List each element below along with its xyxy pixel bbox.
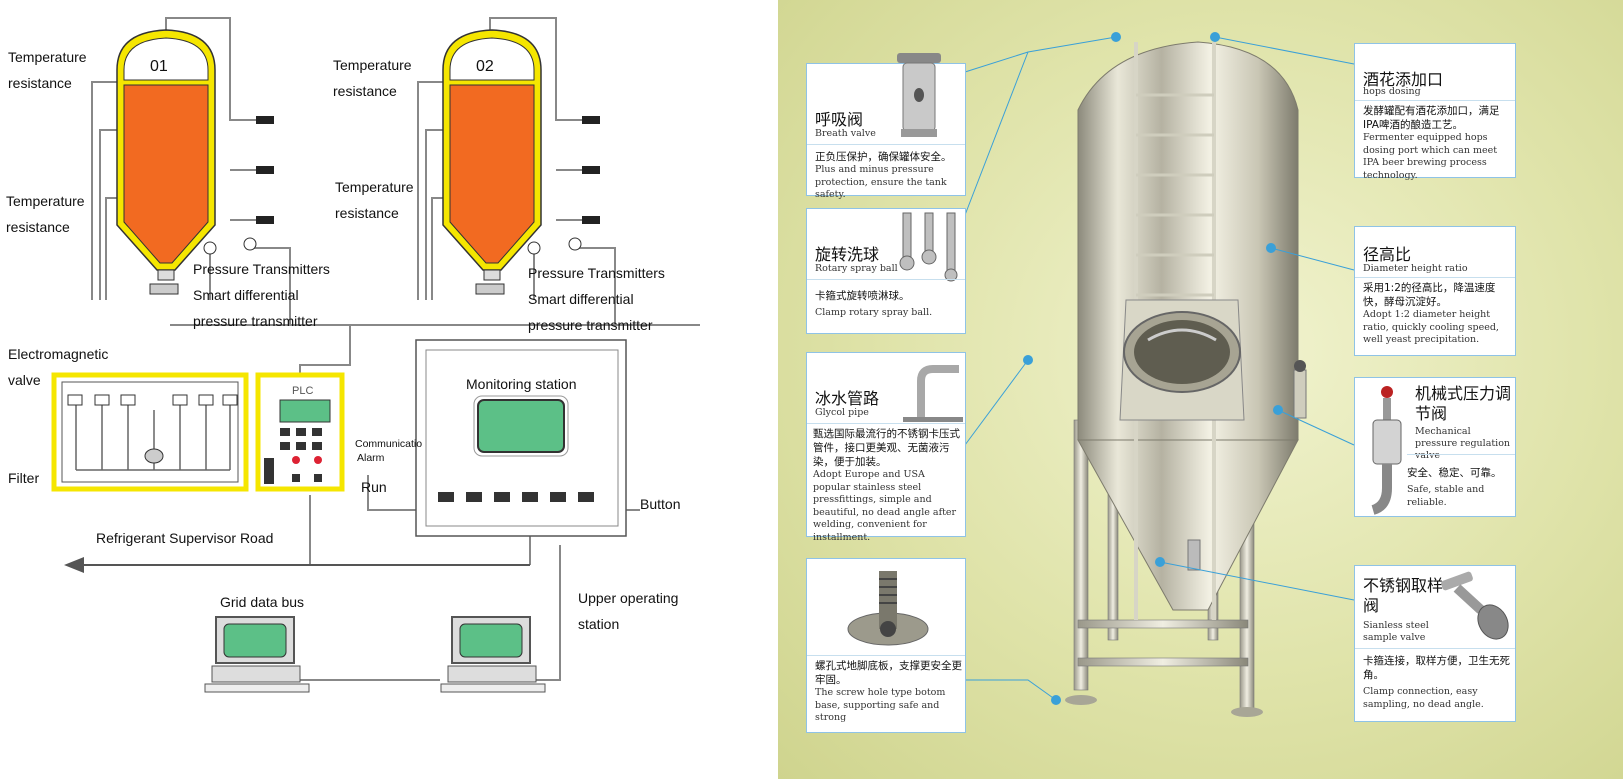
pressure-valve-en-title: Mechanical pressure regulation valve xyxy=(1415,426,1511,461)
diameter-ratio-card: 径高比 Diameter height ratio 采用1:2的径高比，降温速度… xyxy=(1354,226,1516,356)
alarm-label: Alarm xyxy=(357,452,385,464)
run-label: Run xyxy=(361,479,387,495)
sample-valve-desc: 卡箍连接，取样方便，卫生无死角。 Clamp connection, easy … xyxy=(1363,655,1510,710)
spray-ball-en-title: Rotary spray ball xyxy=(815,263,898,274)
button-label: Button xyxy=(640,496,681,512)
electromagnetic-valve-label: Electromagnetic valve xyxy=(8,346,109,388)
spray-ball-icon xyxy=(899,212,958,282)
spray-ball-card: 旋转洗球 Rotary spray ball 卡箍式旋转喷淋球。 Clamp r… xyxy=(806,208,966,334)
hops-dosing-desc: 发酵罐配有酒花添加口，满足IPA啤酒的酿造工艺。 Fermenter equip… xyxy=(1363,105,1500,181)
hops-dosing-card: 酒花添加口 hops dosing 发酵罐配有酒花添加口，满足IPA啤酒的酿造工… xyxy=(1354,43,1516,181)
sample-valve-card: 不锈钢取样阀 Sianless steel sample valve 卡箍连接，… xyxy=(1354,565,1516,722)
valve-filter-box xyxy=(51,372,249,492)
temperature-resistance-label-2: Temperature resistance xyxy=(6,193,85,235)
glycol-pipe-card: 冰水管路 Glycol pipe 甄选国际最流行的不锈钢卡压式管件，接口更美观、… xyxy=(806,352,966,543)
sample-valve-icon xyxy=(1441,571,1509,640)
glycol-pipe-cn-title: 冰水管路 xyxy=(815,389,880,408)
hops-dosing-cn-title: 酒花添加口 xyxy=(1363,70,1444,89)
manway-window xyxy=(1119,299,1245,421)
pressure-valve-cn-title: 机械式压力调节阀 xyxy=(1415,384,1512,423)
bottom-base-card: 螺孔式地脚底板，支撑更安全更牢固。 The screw hole type bo… xyxy=(806,558,966,733)
breath-valve-card: 呼吸阀 Breath valve 正负压保护，确保罐体安全。 Plus and … xyxy=(806,53,966,200)
spray-ball-cn-title: 旋转洗球 xyxy=(815,245,880,264)
filter-label: Filter xyxy=(8,470,40,486)
monitoring-station-label: Monitoring station xyxy=(466,376,577,392)
pressure-valve-icon xyxy=(1371,386,1402,515)
diagram-svg: 01 02 xyxy=(51,17,700,693)
diameter-ratio-desc: 采用1:2的径高比，降温速度快，酵母沉淀好。 Adopt 1:2 diamete… xyxy=(1363,282,1499,345)
breath-valve-cn-title: 呼吸阀 xyxy=(815,110,864,129)
fermenter-illustration xyxy=(964,32,1355,717)
breath-valve-icon xyxy=(897,53,941,137)
glycol-pipe-icon xyxy=(903,365,963,422)
tank2-number: 02 xyxy=(476,58,494,75)
bottom-base-icon xyxy=(847,571,929,646)
plc-label: PLC xyxy=(292,385,313,397)
sample-valve-cn-title: 不锈钢取样阀 xyxy=(1363,576,1444,615)
breath-valve-desc: 正负压保护，确保罐体安全。 Plus and minus pressure pr… xyxy=(815,151,952,200)
temperature-resistance-label-1: Temperature resistance xyxy=(8,49,87,91)
pressure-valve-card: 机械式压力调节阀 Mechanical pressure regulation … xyxy=(1354,377,1516,517)
tank-01 xyxy=(116,29,216,295)
spray-ball-desc: 卡箍式旋转喷淋球。 Clamp rotary spray ball. xyxy=(815,290,933,318)
smart-differential-label-1: Smart differential pressure transmitter xyxy=(193,287,318,329)
monitoring-station-panel xyxy=(415,339,627,537)
temperature-resistance-label-3: Temperature resistance xyxy=(333,57,412,99)
breath-valve-en-title: Breath valve xyxy=(815,128,876,139)
grid-computer-1 xyxy=(204,616,310,693)
upper-operating-station-label: Upper operating station xyxy=(578,590,679,632)
glycol-pipe-en-title: Glycol pipe xyxy=(815,407,869,418)
grid-data-bus-label: Grid data bus xyxy=(220,594,305,610)
diameter-ratio-en-title: Diameter height ratio xyxy=(1363,263,1468,274)
tank1-number: 01 xyxy=(150,58,168,75)
communication-label: Communicatio xyxy=(355,438,423,450)
glycol-pipe-desc: 甄选国际最流行的不锈钢卡压式管件，接口更美观、无菌液污染，便于加装。 Adopt… xyxy=(813,428,960,543)
refrigerant-supervisor-road-label: Refrigerant Supervisor Road xyxy=(96,530,274,546)
smart-differential-label-2: Smart differential pressure transmitter xyxy=(528,291,653,333)
pressure-valve-desc: 安全、稳定、可靠。 Safe, stable and reliable. xyxy=(1407,467,1502,508)
fermenter-feature-panel: 呼吸阀 Breath valve 正负压保护，确保罐体安全。 Plus and … xyxy=(778,0,1623,779)
grid-computer-2 xyxy=(440,616,546,693)
process-control-diagram: 01 02 xyxy=(0,0,760,779)
pressure-transmitters-label-1: Pressure Transmitters xyxy=(193,261,330,277)
tank-02 xyxy=(442,29,542,295)
hops-dosing-en-title: hops dosing xyxy=(1363,86,1421,97)
bottom-base-desc: 螺孔式地脚底板，支撑更安全更牢固。 The screw hole type bo… xyxy=(815,660,962,723)
plc-cabinet xyxy=(255,372,345,492)
sample-valve-en-title: Sianless steel sample valve xyxy=(1363,620,1429,643)
pressure-transmitters-label-2: Pressure Transmitters xyxy=(528,265,665,281)
temperature-resistance-label-4: Temperature resistance xyxy=(335,179,414,221)
diameter-ratio-cn-title: 径高比 xyxy=(1363,245,1412,264)
